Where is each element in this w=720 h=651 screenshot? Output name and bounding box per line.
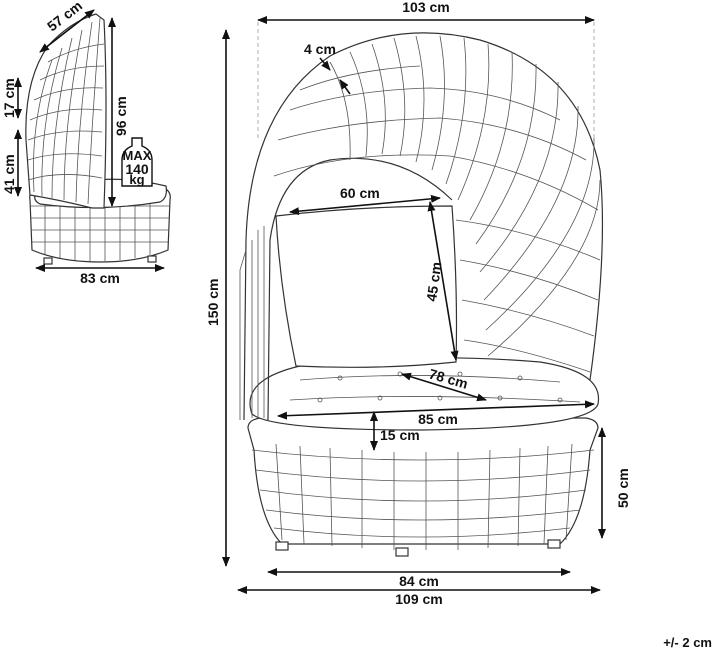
outer-width-label: 109 cm [395,591,442,607]
back-height-label: 45 cm [423,261,444,303]
front-view-figure [239,22,604,557]
frame-thickness-arrow-inner [339,79,351,95]
max-load-max-label: MAX [123,148,152,163]
small-width-label: 83 cm [80,270,120,286]
seat-diagonal-dimension-line [401,372,487,402]
small-mid-height-label: 41 cm [1,154,17,194]
back-width-label: 60 cm [340,185,380,201]
back-height-dimension-line [427,201,459,361]
side-view-figure: MAX 140 kg [25,13,171,265]
back-width-dimension-line [289,194,441,216]
max-load-weight-icon: MAX 140 kg [121,137,153,187]
total-height-label: 150 cm [205,279,221,326]
cushion-height-label: 15 cm [380,427,420,443]
frame-thickness-label: 4 cm [304,41,336,57]
tolerance-note: +/- 2 cm [663,635,712,650]
top-width-label: 103 cm [402,0,449,15]
seat-width-dimension-line [277,400,595,420]
base-width-label: 84 cm [399,573,439,589]
frame-thickness-arrow [319,57,331,71]
seat-width-label: 85 cm [418,411,458,427]
small-depth-dimension-line [39,9,95,53]
max-load-value: 140 [125,161,149,177]
small-total-height-label: 96 cm [113,96,129,136]
base-height-label: 50 cm [615,468,631,508]
small-top-height-label: 17 cm [1,78,17,118]
front-view-dimensions: 103 cm 4 cm 150 cm 60 cm 45 cm 78 cm 85 … [205,0,712,650]
max-load-unit: kg [129,172,144,187]
